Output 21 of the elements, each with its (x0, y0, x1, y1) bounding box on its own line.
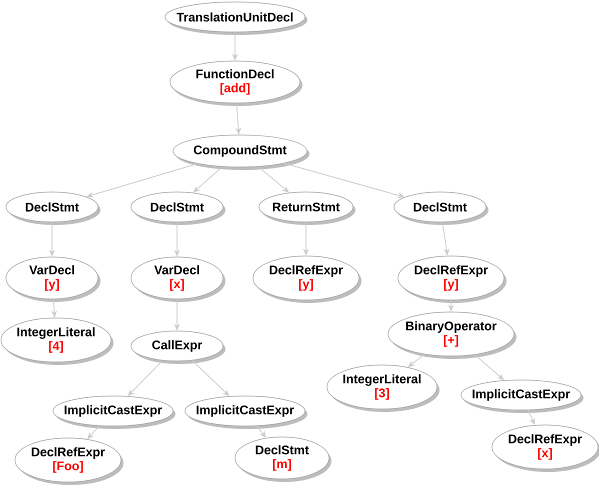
ellipse-node: DeclStmt [m] (234, 436, 332, 482)
ellipse-node: DeclRefExpr [y] (252, 256, 362, 303)
ellipse-node: DeclStmt (394, 192, 488, 225)
ellipse-node: CallExpr (130, 330, 226, 364)
ellipse-node: BinaryOperator [+] (388, 312, 516, 359)
ellipse-node: TranslationUnitDecl (164, 2, 308, 35)
ellipse-node: CompoundStmt (172, 134, 310, 170)
ellipse-node: DeclStmt (6, 192, 100, 225)
ellipse-node: IntegerLiteral [3] (326, 364, 440, 412)
ellipse-node: DeclRefExpr [y] (398, 256, 506, 303)
ellipse-node: IntegerLiteral [4] (0, 318, 114, 365)
ellipse-node: DeclStmt (130, 192, 226, 225)
ellipse-node: VarDecl [y] (6, 256, 100, 302)
ellipse-node: ImplicitCastExpr (460, 380, 584, 413)
ellipse-node: ImplicitCastExpr (52, 396, 176, 429)
ellipse-node: DeclRefExpr [Foo] (14, 438, 124, 485)
ellipse-node: FunctionDecl [add] (170, 60, 302, 106)
ellipse-node: ImplicitCastExpr (184, 396, 308, 429)
ellipse-node: ReturnStmt (258, 192, 356, 225)
ellipse-node: VarDecl [x] (130, 256, 226, 302)
ellipse-node: DeclRefExpr [x] (492, 424, 599, 472)
